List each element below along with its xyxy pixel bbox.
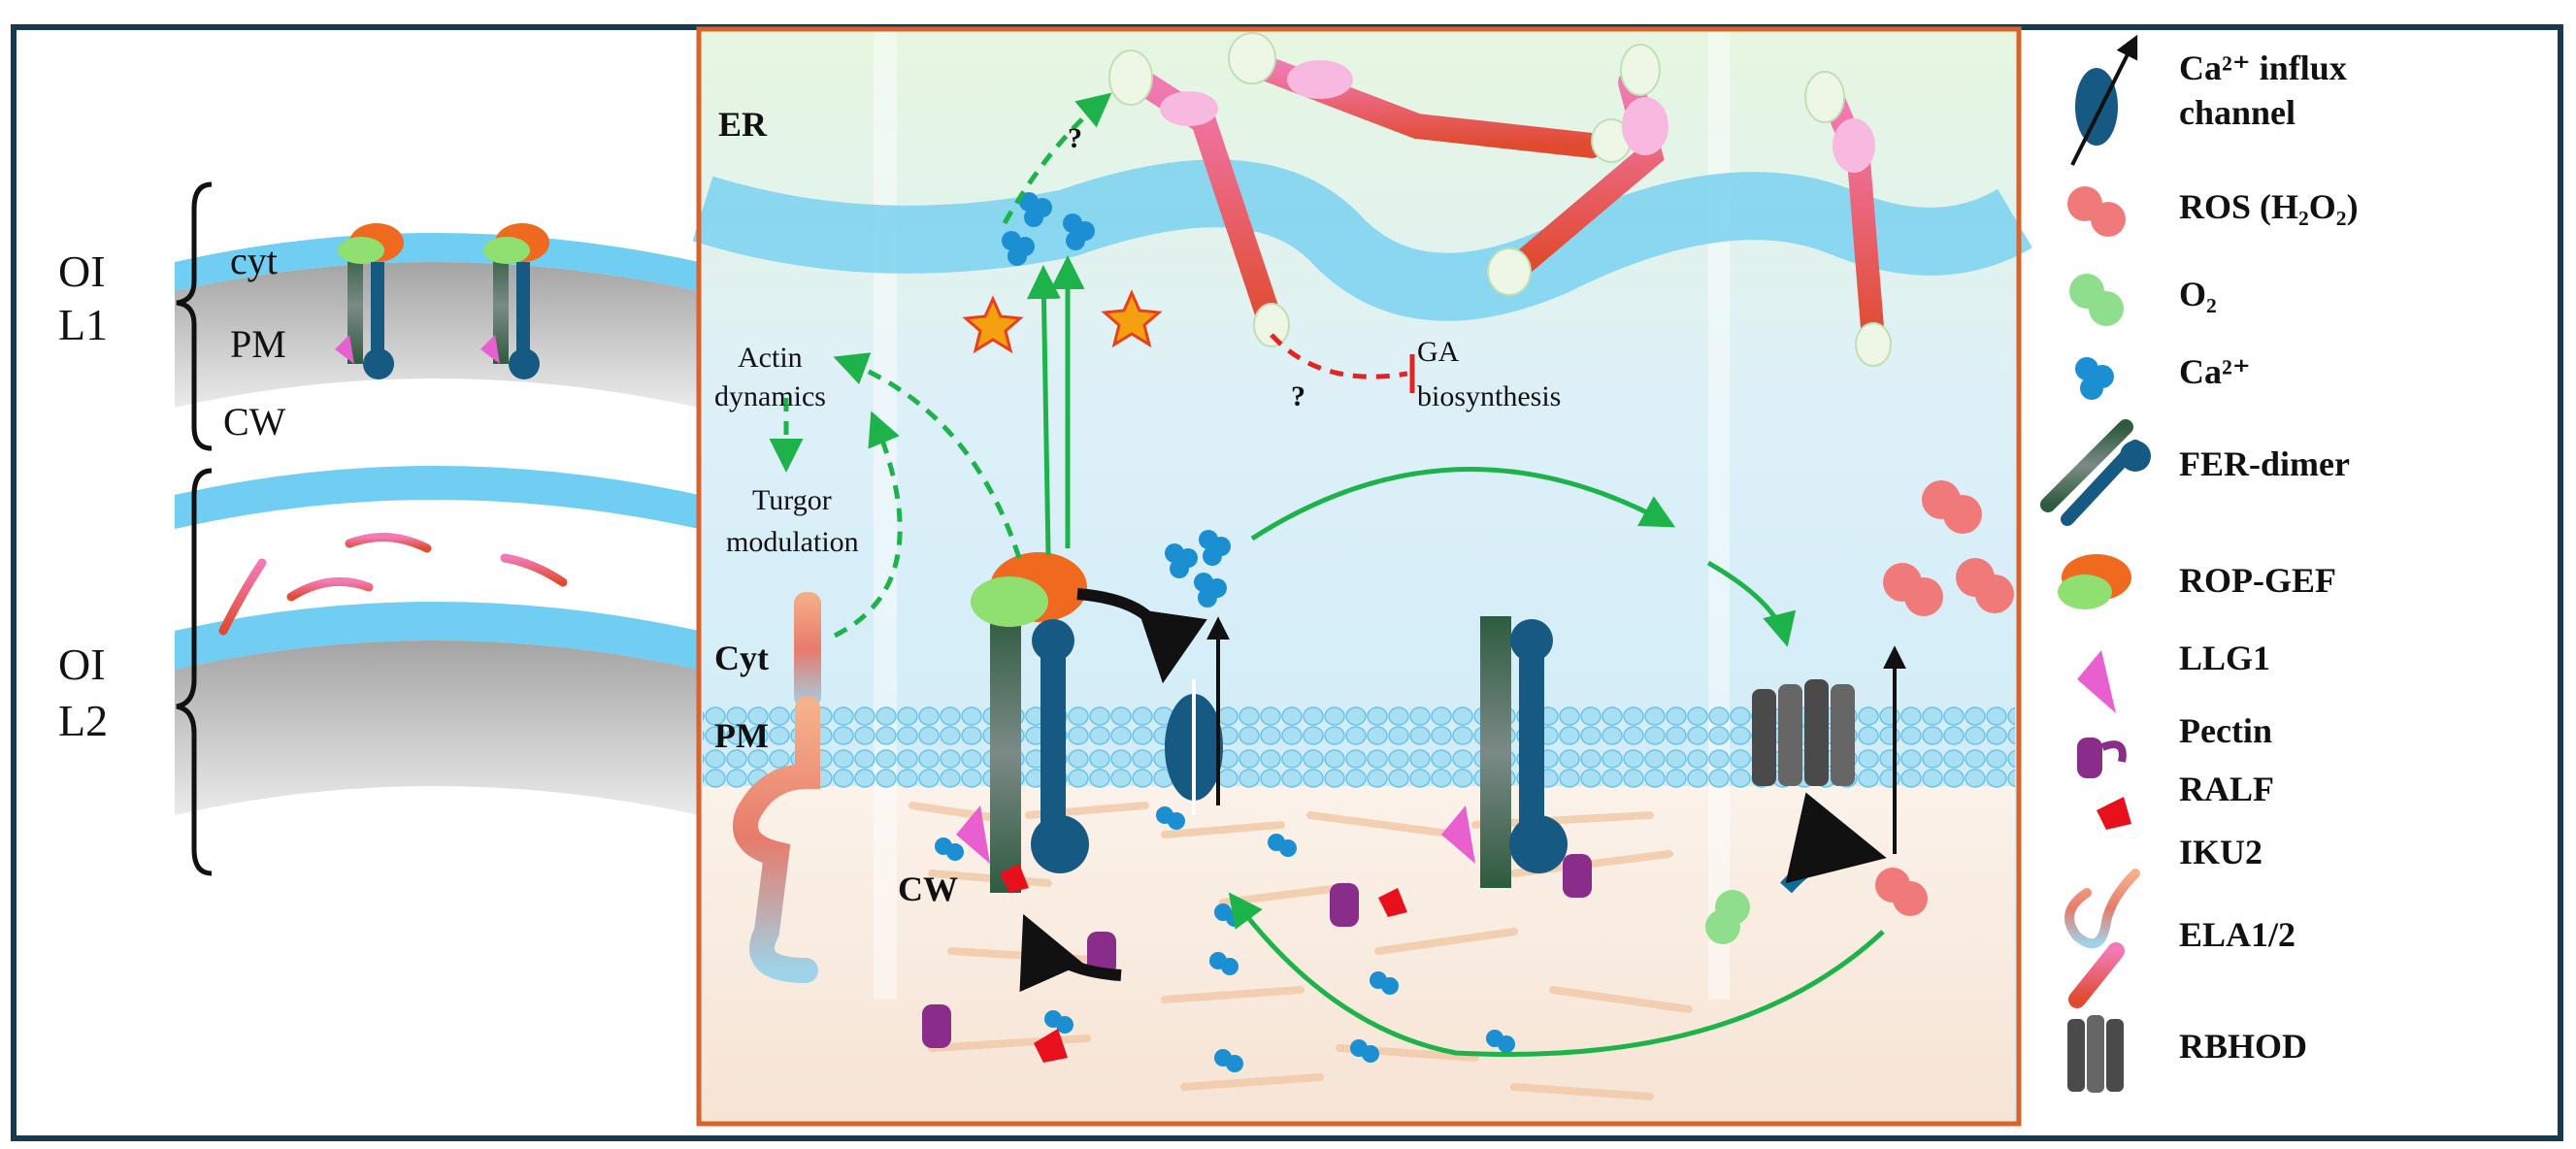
calcium-icon (2075, 357, 2114, 400)
legend-label: channel (2179, 93, 2295, 132)
cell-wall-region (703, 786, 2015, 1121)
ros-icon (2067, 186, 2126, 237)
inhibition-line (1270, 333, 1408, 379)
label-pm-left: PM (230, 322, 286, 366)
brace-l2 (176, 468, 213, 876)
legend-label: ELA1/2 (2179, 915, 2295, 954)
label-turgor-line1: Turgor (752, 484, 832, 516)
legend-label: LLG1 (2179, 639, 2270, 677)
o2-icon (2069, 274, 2124, 326)
llg1-icon (2077, 650, 2116, 713)
ela-protein-1 (1108, 49, 1290, 347)
label-ga-line1: GA (1417, 336, 1460, 368)
label-er: ER (718, 105, 768, 144)
calcium-cluster-cytosol (1165, 530, 1231, 607)
ela-protein-3 (1487, 44, 1668, 296)
brace-l1 (176, 181, 213, 451)
pectin-group (922, 854, 1592, 1048)
label-cw-center: CW (898, 870, 958, 908)
legend-label: Pectin (2179, 711, 2272, 750)
ela-protein-2 (1228, 32, 1632, 163)
legend-label: FER-dimer (2179, 444, 2350, 483)
left-panel: OI L1 OI L2 cyt PM CW (58, 181, 699, 876)
er-membrane (692, 159, 2032, 321)
label-oi-l1-line2: L1 (58, 300, 108, 349)
label-cyt-center: Cyt (714, 639, 769, 677)
legend-label: RALF (2179, 770, 2274, 808)
legend-label: ROP-GEF (2179, 561, 2336, 600)
fer-complex-center-1 (956, 552, 1089, 893)
ralf-group (1000, 864, 1407, 1063)
rop-gef-icon (2058, 554, 2131, 609)
iku2-protein (733, 592, 821, 983)
pectin-icon (2077, 738, 2127, 778)
ela-protein-4 (1804, 71, 1892, 367)
ca-channel-icon (2070, 34, 2138, 166)
legend-label: O₂ (2179, 275, 2217, 313)
fer-complex-center-2 (1441, 616, 1568, 888)
legend-label: RBHOD (2179, 1027, 2307, 1066)
center-panel: ER Actin dynamics Turgor modulation Cyt … (692, 26, 2032, 1127)
label-actin-line2: dynamics (714, 380, 826, 412)
label-oi-l2-line2: L2 (58, 696, 108, 745)
question-mark-1: ? (1068, 122, 1082, 154)
label-cyt-left: cyt (230, 239, 278, 282)
question-mark-2: ? (1291, 380, 1305, 412)
label-oi-l2-line1: OI (58, 640, 106, 689)
rbhod-icon (2067, 1015, 2124, 1093)
label-turgor-line2: modulation (726, 526, 859, 558)
ca-channel (1165, 679, 1223, 815)
rbhod (1752, 679, 1855, 786)
fer-complex-left-2 (480, 223, 549, 379)
calcium-cluster-er (1002, 192, 1095, 266)
ralf-icon (2097, 797, 2131, 830)
legend (2040, 34, 2151, 1093)
star-icon (962, 295, 1024, 354)
label-pm-center: PM (714, 716, 769, 755)
legend-label: Ca²⁺ influx (2179, 49, 2347, 87)
label-ga-line2: biosynthesis (1417, 380, 1561, 412)
star-icon (1101, 289, 1163, 348)
fer-complex-left-1 (335, 223, 404, 379)
label-oi-l1-line1: OI (58, 246, 106, 296)
label-cw-left: CW (223, 400, 286, 443)
ela-icon (2068, 942, 2125, 1008)
legend-label: Ca²⁺ (2179, 352, 2251, 391)
center-panel-border (696, 26, 2022, 1127)
iku2-icon (2064, 869, 2140, 949)
legend-label: ROS (H₂O₂) (2179, 187, 2359, 226)
label-actin-line1: Actin (738, 342, 803, 374)
fer-dimer-icon (2040, 419, 2151, 526)
o2-cluster (1705, 890, 1750, 944)
legend-label: IKU2 (2179, 833, 2262, 871)
